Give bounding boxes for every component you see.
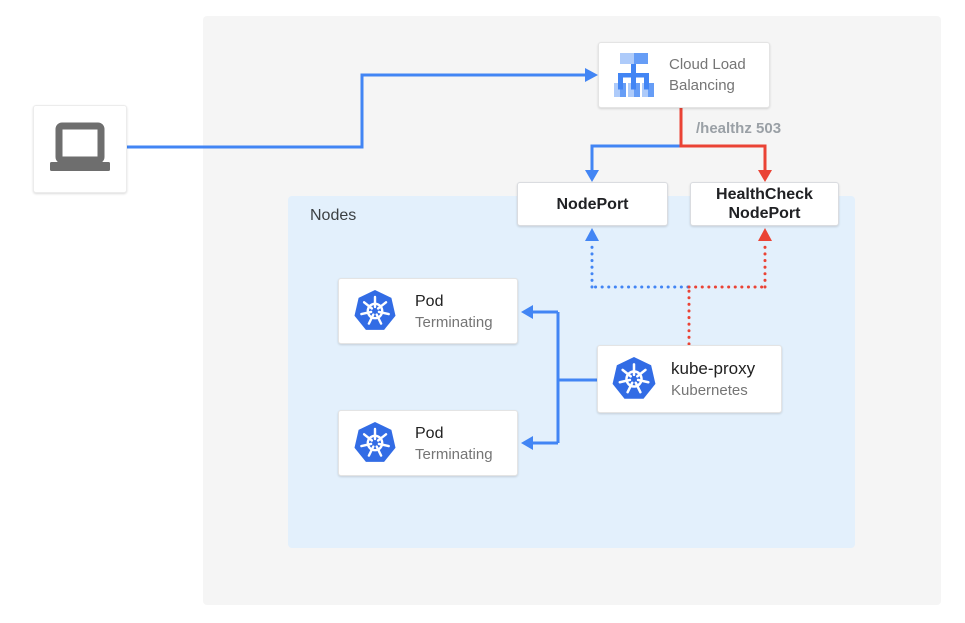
cloud-load-balancing-label: Cloud Load Balancing bbox=[669, 56, 746, 94]
pod-2-labels: Pod Terminating bbox=[415, 422, 493, 465]
pod-2-title: Pod bbox=[415, 424, 444, 442]
nodeport-label: NodePort bbox=[556, 195, 629, 213]
kube-proxy-subtitle: Kubernetes bbox=[671, 382, 748, 399]
pod-1-card: Pod Terminating bbox=[338, 278, 518, 344]
healthz-status-label: /healthz 503 bbox=[696, 120, 782, 137]
healthcheck-nodeport-label: HealthCheck NodePort bbox=[716, 186, 813, 222]
client-card bbox=[33, 105, 127, 193]
nodes-panel-label: Nodes bbox=[310, 207, 357, 224]
kubernetes-icon bbox=[612, 357, 656, 399]
kube-proxy-card: kube-proxy Kubernetes bbox=[597, 345, 782, 413]
load-balancer-icon bbox=[614, 53, 654, 97]
pod-1-title: Pod bbox=[415, 292, 444, 310]
kubernetes-icon bbox=[354, 422, 396, 462]
pod-1-labels: Pod Terminating bbox=[415, 290, 493, 333]
kube-proxy-title: kube-proxy bbox=[671, 359, 756, 378]
laptop-icon bbox=[50, 122, 110, 171]
nodeport-card: NodePort bbox=[517, 182, 668, 226]
kube-proxy-labels: kube-proxy Kubernetes bbox=[671, 357, 755, 401]
cloud-load-balancing-card: Cloud Load Balancing bbox=[598, 42, 770, 108]
healthcheck-nodeport-card: HealthCheck NodePort bbox=[690, 182, 839, 226]
pod-1-status: Terminating bbox=[415, 313, 493, 331]
pod-2-card: Pod Terminating bbox=[338, 410, 518, 476]
pod-2-status: Terminating bbox=[415, 445, 493, 463]
kubernetes-icon bbox=[354, 290, 396, 330]
